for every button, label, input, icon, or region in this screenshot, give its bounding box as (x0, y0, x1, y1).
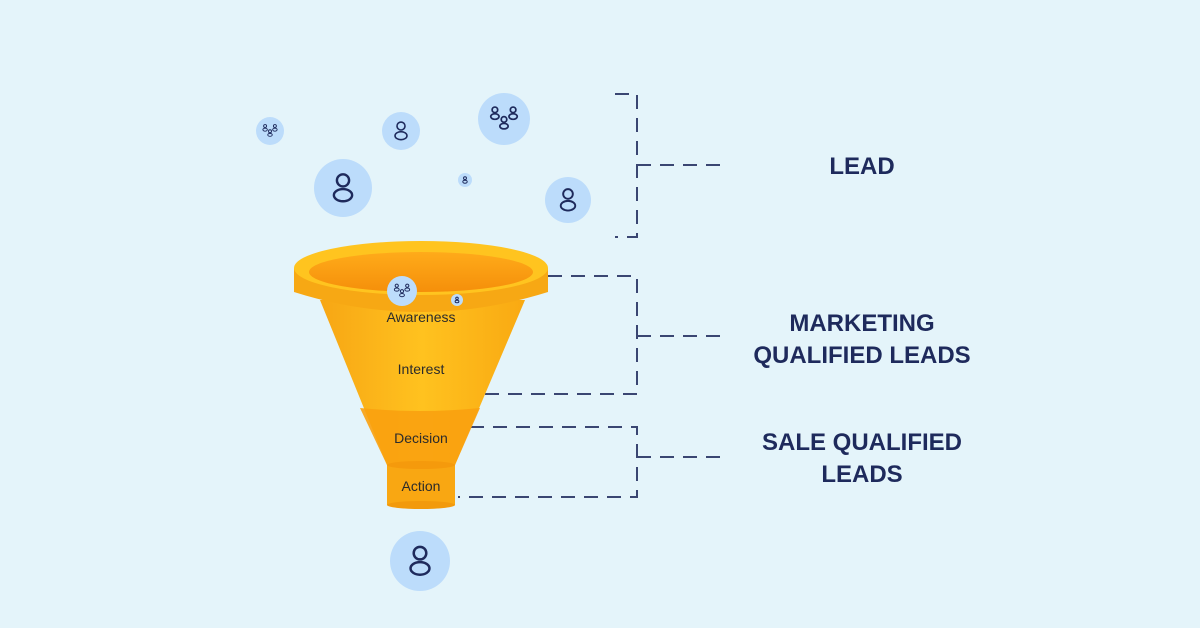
group-icon (387, 276, 417, 306)
mql-bracket (480, 275, 722, 395)
stage-awareness: Awareness (386, 309, 455, 325)
stage-interest: Interest (398, 361, 445, 377)
stage-decision: Decision (394, 430, 448, 446)
sql-bracket (458, 426, 722, 498)
group-icon (478, 93, 530, 145)
funnel (294, 241, 548, 509)
person-icon (314, 159, 372, 217)
person-icon (545, 177, 591, 223)
stage-action: Action (402, 478, 441, 494)
person-icon (390, 531, 450, 591)
person-icon (458, 173, 472, 187)
funnel-decision-band (360, 408, 480, 465)
funnel-action-spout (387, 465, 455, 505)
label-sql-line1: SALE QUALIFIED (762, 429, 962, 456)
person-icon (382, 112, 420, 150)
person-icon (451, 294, 463, 306)
lead-bracket (615, 93, 722, 238)
label-sql-line2: LEADS (821, 461, 902, 488)
funnel-opening (309, 252, 533, 292)
group-icon (256, 117, 284, 145)
label-mql-line2: QUALIFIED LEADS (753, 342, 970, 369)
label-lead: LEAD (829, 153, 894, 180)
label-mql-line1: MARKETING (789, 310, 934, 337)
